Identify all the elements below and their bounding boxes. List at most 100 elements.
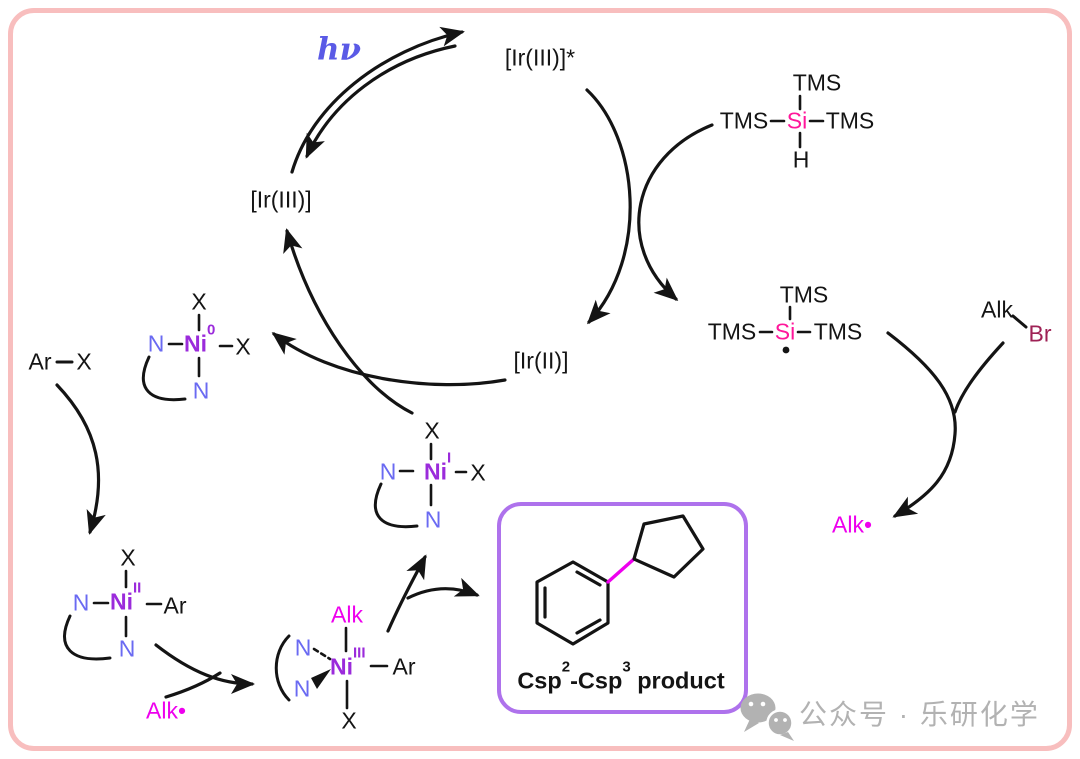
ni0-symbol: Ni bbox=[184, 330, 207, 357]
arx-ar-label: Ar bbox=[28, 348, 52, 375]
ni1-oxidation: I bbox=[447, 449, 452, 467]
xat-arrows bbox=[886, 331, 1005, 518]
ni3-to-product-arrow bbox=[406, 577, 480, 600]
silyl-radical-tms-left: TMS bbox=[707, 318, 757, 345]
ni0-n-bottom: N bbox=[192, 377, 210, 404]
benzene-double-2 bbox=[575, 618, 602, 635]
ni2-ligand-arc bbox=[63, 614, 112, 661]
product-label-part: product bbox=[630, 667, 725, 694]
ni3-to-ni1-arrow bbox=[386, 554, 427, 633]
product-label: Csp2-Csp3 product bbox=[517, 659, 725, 694]
ni1-n-bottom: N bbox=[424, 506, 442, 533]
ni2-ar-right: Ar bbox=[163, 592, 187, 619]
alkbr-alk-label: Alk bbox=[981, 296, 1013, 323]
ni1-metal-label: NiI bbox=[424, 451, 451, 485]
wechat-icon bbox=[740, 693, 794, 741]
photo-cycle-arrows bbox=[271, 26, 714, 415]
ni2-bonds bbox=[63, 569, 163, 661]
silyl-radical-tms-top: TMS bbox=[779, 281, 829, 308]
radical-to-alk-arrow bbox=[886, 331, 957, 518]
ir-ground-label: [Ir(III)] bbox=[250, 186, 312, 213]
wechat-eye bbox=[774, 718, 778, 722]
ni3-symbol: Ni bbox=[330, 653, 353, 680]
silyl-radical-si-atom: Si bbox=[774, 318, 796, 345]
product-label-sup3: 3 bbox=[622, 658, 631, 676]
arx-to-ni2-arrow bbox=[55, 383, 106, 535]
ni2-x-top: X bbox=[120, 544, 136, 571]
arx-x-label: X bbox=[76, 348, 92, 375]
cyclopentane-ring bbox=[632, 514, 705, 579]
ni3-n-top: N bbox=[294, 634, 312, 661]
alkbr-bond bbox=[1011, 314, 1028, 329]
watermark-text: 公众号 · 乐研化学 bbox=[799, 699, 1040, 730]
silane-tms-right: TMS bbox=[825, 107, 875, 134]
ni3-dashed-bond bbox=[312, 647, 332, 661]
silane-bonds bbox=[769, 94, 825, 149]
ir-excited-label: [Ir(III)]* bbox=[504, 44, 576, 71]
ni0-x-top: X bbox=[191, 288, 207, 315]
csp2-csp3-bond bbox=[606, 557, 636, 584]
relaxation-arrow bbox=[305, 44, 457, 159]
ni1-x-top: X bbox=[424, 417, 440, 444]
ni3-metal-label: NiIII bbox=[330, 646, 366, 680]
alkyl-radical-right-label: Alk• bbox=[831, 511, 873, 538]
product-box-group bbox=[497, 502, 748, 714]
ni3-ligand-arc bbox=[274, 634, 291, 702]
ni1-x-right: X bbox=[470, 459, 486, 486]
ni3-oxidation: III bbox=[353, 644, 366, 662]
ni2-symbol: Ni bbox=[110, 588, 133, 615]
ni0-ligand-arc bbox=[142, 355, 187, 402]
ni0-x-right: X bbox=[235, 333, 251, 360]
ni3-ar-right: Ar bbox=[392, 653, 416, 680]
excitation-arrow bbox=[290, 26, 465, 174]
wechat-bubble-large-tail bbox=[744, 719, 759, 732]
ni1-n-left: N bbox=[379, 458, 397, 485]
ni3-alk-top: Alk bbox=[331, 601, 363, 628]
silane-h-atom: H bbox=[792, 146, 810, 173]
ni2-to-ni3-arrow bbox=[154, 643, 255, 694]
product-label-sup2: 2 bbox=[561, 658, 571, 676]
ni2-metal-label: NiII bbox=[110, 581, 141, 615]
ni3-n-bottom: N bbox=[293, 675, 311, 702]
ni1-bonds bbox=[374, 442, 468, 529]
wechat-eye bbox=[783, 718, 787, 722]
ni0-n-left: N bbox=[147, 330, 165, 357]
product-box bbox=[497, 502, 748, 714]
ni0-metal-label: Ni0 bbox=[184, 323, 215, 357]
ni0-bonds bbox=[142, 313, 234, 402]
ni3-x-bottom: X bbox=[341, 707, 357, 734]
alk-radical-feed-curve bbox=[164, 671, 222, 699]
wechat-bubble-large bbox=[740, 693, 776, 723]
wechat-eye bbox=[760, 701, 766, 707]
ni2-n-bottom: N bbox=[118, 635, 136, 662]
silyl-radical-bonds bbox=[758, 305, 812, 354]
ni1-symbol: Ni bbox=[424, 458, 447, 485]
ni0-oxidation: 0 bbox=[207, 321, 216, 339]
ni1-to-ir3-arrow bbox=[283, 228, 414, 415]
ni2-n-left: N bbox=[72, 589, 90, 616]
wechat-bubble-small bbox=[766, 709, 794, 737]
ni1-ligand-arc bbox=[374, 482, 419, 529]
wechat-eye bbox=[748, 701, 754, 707]
product-label-part: Csp bbox=[517, 667, 562, 694]
silane-si-atom: Si bbox=[786, 107, 808, 134]
ir-reduced-label: [Ir(II)] bbox=[513, 347, 569, 374]
product-label-part: -Csp bbox=[570, 667, 623, 694]
ni-cycle-arrows bbox=[55, 383, 480, 699]
benzene-double-1 bbox=[575, 570, 602, 587]
silyl-radical-dot bbox=[782, 346, 790, 354]
alkbr-feed-curve bbox=[953, 341, 1005, 414]
silyl-radical-tms-right: TMS bbox=[813, 318, 863, 345]
alkyl-radical-bottom-label: Alk• bbox=[145, 697, 187, 724]
hv-light-label: hν bbox=[316, 31, 362, 68]
silane-tms-left: TMS bbox=[719, 107, 769, 134]
silane-tms-top: TMS bbox=[792, 69, 842, 96]
ir2-to-ni0-arrow bbox=[271, 332, 507, 387]
ni2-oxidation: II bbox=[133, 579, 142, 597]
silane-to-radical-arrow bbox=[637, 123, 714, 301]
irstar-to-ir2-arrow bbox=[585, 88, 632, 325]
ni3-bonds bbox=[274, 626, 389, 710]
alkbr-br-label: Br bbox=[1028, 320, 1052, 347]
